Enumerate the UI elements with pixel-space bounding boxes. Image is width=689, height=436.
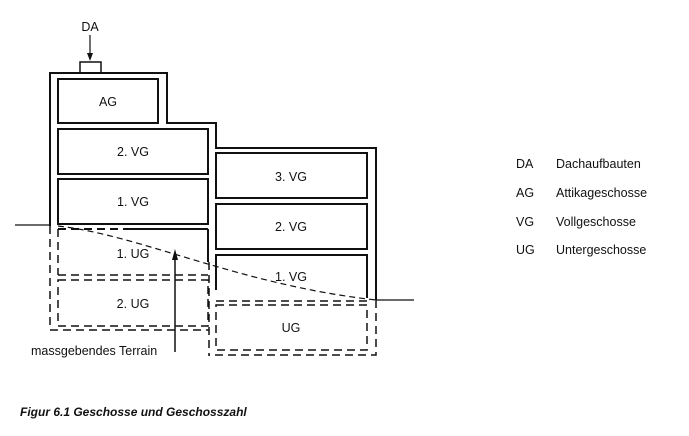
floor-left-1vg-label: 1. VG — [117, 195, 149, 209]
floor-right-1vg-label: 1. VG — [275, 270, 307, 284]
da-label: DA — [81, 20, 99, 34]
floor-right-1vg — [215, 254, 368, 298]
floor-right-ug-label: UG — [282, 321, 301, 335]
da-arrow-head — [87, 53, 93, 61]
terrain-label: massgebendes Terrain — [31, 344, 157, 358]
legend-text: Dachaufbauten — [556, 157, 641, 172]
building-outline — [49, 72, 377, 300]
legend-text: Vollgeschosse — [556, 214, 636, 229]
legend-item: AG Attikageschosse — [516, 179, 647, 208]
floor-right-3vg-label: 3. VG — [275, 170, 307, 184]
figure-caption: Figur 6.1 Geschosse und Geschosszahl — [20, 405, 247, 419]
floor-ag — [57, 78, 159, 124]
floor-left-2vg-label: 2. VG — [117, 145, 149, 159]
legend-text: Untergeschosse — [556, 243, 647, 258]
legend-item: VG Vollgeschosse — [516, 207, 647, 236]
legend-abbr: VG — [516, 214, 535, 229]
floor-right-3vg — [215, 152, 368, 199]
roof-structure-box — [79, 61, 102, 74]
terrain-arrow-head — [172, 249, 178, 260]
left-basement-outline — [49, 226, 209, 331]
legend: DA Dachaufbauten AG Attikageschosse VG V… — [516, 150, 647, 265]
floor-right-2vg-label: 2. VG — [275, 220, 307, 234]
floor-left-2vg — [57, 128, 209, 175]
floor-right-ug — [215, 304, 368, 351]
legend-abbr: UG — [516, 243, 535, 258]
legend-item: UG Untergeschosse — [516, 236, 647, 265]
legend-abbr: DA — [516, 157, 534, 172]
floor-right-2vg — [215, 203, 368, 250]
floor-ag-label: AG — [99, 95, 117, 109]
right-basement-outline — [209, 300, 377, 356]
legend-abbr: AG — [516, 186, 535, 201]
floor-left-1vg — [57, 178, 209, 225]
floor-left-2ug — [57, 279, 209, 327]
terrain-curve — [57, 225, 377, 301]
legend-item: DA Dachaufbauten — [516, 150, 647, 179]
floor-left-1ug-label: 1. UG — [117, 247, 150, 261]
legend-text: Attikageschosse — [556, 186, 648, 201]
floor-left-2ug-label: 2. UG — [117, 297, 150, 311]
